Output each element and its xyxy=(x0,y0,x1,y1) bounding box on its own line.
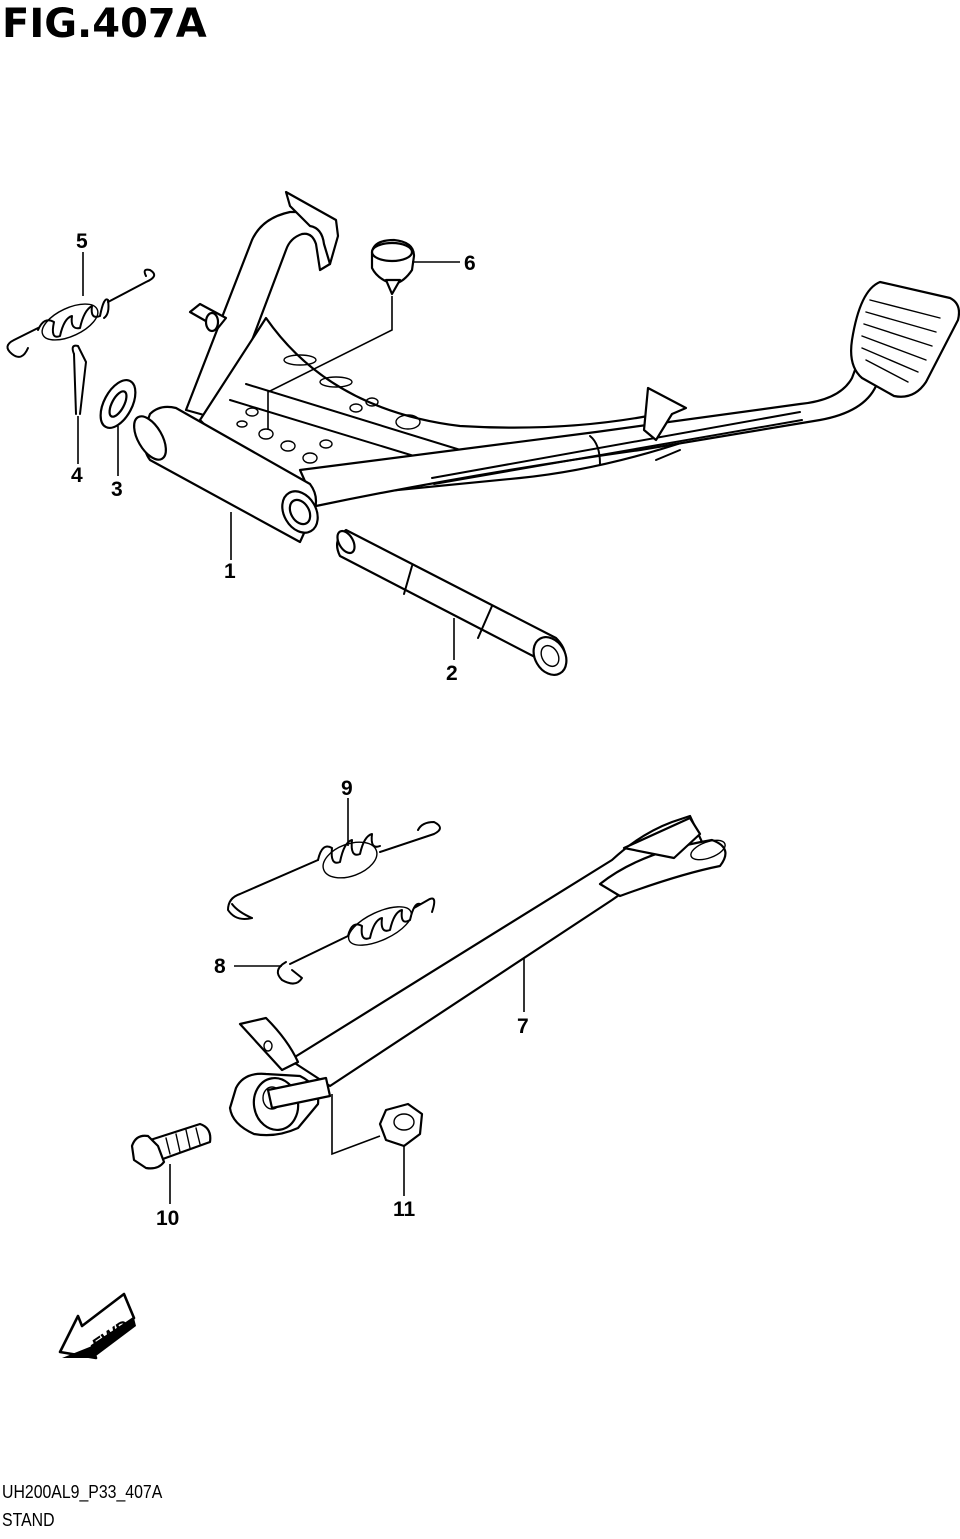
part-center-stand[interactable] xyxy=(128,190,960,544)
callout-4: 4 xyxy=(71,464,83,487)
callout-10: 10 xyxy=(156,1207,179,1230)
part-nut[interactable] xyxy=(378,1102,424,1148)
part-bolt[interactable] xyxy=(130,1122,212,1170)
callout-3: 3 xyxy=(111,478,123,501)
part-spring-upper[interactable] xyxy=(6,268,156,358)
part-washer[interactable] xyxy=(93,374,142,433)
part-spring-side-upper[interactable] xyxy=(227,821,441,920)
callout-11: 11 xyxy=(393,1198,416,1221)
part-stand-shaft[interactable] xyxy=(334,528,573,681)
callout-9: 9 xyxy=(341,777,353,800)
diagram-code: UH200AL9_P33_407A xyxy=(2,1482,163,1502)
callout-6: 6 xyxy=(464,252,476,275)
callout-8: 8 xyxy=(214,955,226,978)
part-stopper[interactable] xyxy=(370,238,416,296)
fwd-arrow-icon: FWD xyxy=(58,1292,136,1360)
leader-lines xyxy=(77,252,525,1204)
part-spring-lower[interactable] xyxy=(276,897,436,985)
callout-1: 1 xyxy=(224,560,236,583)
figure-title: FIG.407A xyxy=(2,1,207,47)
diagram-name: STAND xyxy=(2,1510,55,1530)
part-cotter-pin[interactable] xyxy=(71,344,87,415)
part-side-stand[interactable] xyxy=(228,814,728,1137)
callout-7: 7 xyxy=(517,1015,529,1038)
callout-2: 2 xyxy=(446,662,458,685)
callout-5: 5 xyxy=(76,230,88,253)
